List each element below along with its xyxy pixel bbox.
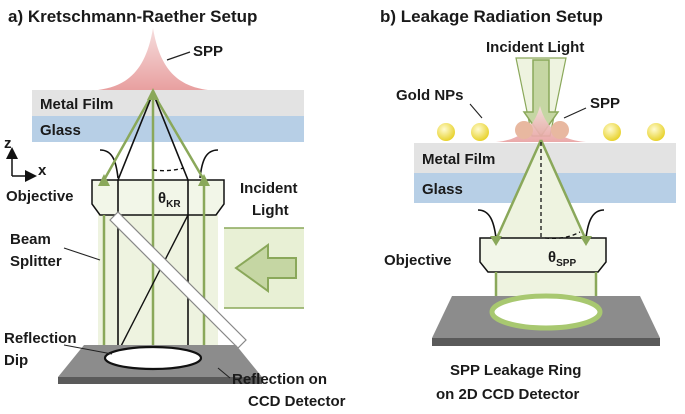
- spp-leakage-ring: [489, 293, 603, 331]
- right-objective-flare-right: [585, 209, 605, 239]
- right-incident-label: Incident Light: [486, 39, 584, 56]
- right-incident-arrow: [522, 59, 560, 138]
- right-objective-flare-left: [477, 209, 497, 239]
- gold-np-leader: [469, 103, 483, 119]
- z-axis-label: z: [4, 135, 12, 152]
- left-incident-label-2: Light: [252, 202, 289, 219]
- reflection-dip-leader: [63, 344, 113, 355]
- gold-np-3: [515, 121, 533, 139]
- left-objective-body: [91, 179, 225, 216]
- left-objective-flare-right: [199, 149, 219, 179]
- left-panel: a) Kretschmann-Raether Setup SPP Metal F…: [4, 7, 346, 410]
- right-title: b) Leakage Radiation Setup: [380, 7, 603, 26]
- detector-label-2: CCD Detector: [248, 393, 346, 410]
- right-objective-label: Objective: [384, 252, 452, 269]
- right-cone-left: [494, 139, 543, 241]
- gold-np-2: [471, 123, 489, 141]
- right-ring-label-2: on 2D CCD Detector: [436, 386, 580, 403]
- left-detector-side: [58, 377, 262, 384]
- left-incident-label-1: Incident: [240, 180, 298, 197]
- beam-splitter-leader: [63, 247, 101, 261]
- gold-np-4: [551, 121, 569, 139]
- x-axis-label: x: [38, 162, 47, 179]
- right-arrow-left: [490, 236, 502, 246]
- gold-np-1: [437, 123, 455, 141]
- left-title: a) Kretschmann-Raether Setup: [8, 7, 257, 26]
- right-ring-label-1: SPP Leakage Ring: [450, 362, 581, 379]
- reflection-dip-label-1: Reflection: [4, 330, 77, 347]
- left-metal-film: [32, 90, 304, 116]
- left-spp-leader: [166, 51, 191, 61]
- right-glass-label: Glass: [422, 181, 463, 198]
- left-diagonal-ray: [117, 214, 189, 353]
- beam-splitter: [109, 211, 247, 349]
- right-detector-side: [432, 338, 660, 346]
- right-spp-leader: [563, 107, 587, 119]
- right-theta-arc: [544, 231, 581, 240]
- gold-np-5: [603, 123, 621, 141]
- left-theta-arc: [152, 167, 185, 172]
- right-spp-label: SPP: [590, 95, 620, 112]
- left-arrow-up-right: [198, 174, 210, 186]
- right-beam-cone: [496, 140, 586, 240]
- reflection-dip-label-2: Dip: [4, 352, 28, 369]
- left-outer-cone-right: [151, 92, 206, 181]
- left-objective-label: Objective: [6, 188, 74, 205]
- right-spp-peak: [496, 106, 586, 142]
- gold-np-6: [647, 123, 665, 141]
- left-theta-label: θKR: [158, 190, 181, 210]
- reflection-dip-ring: [103, 345, 203, 371]
- left-outer-cone-left: [102, 92, 155, 181]
- left-spp-label: SPP: [193, 43, 223, 60]
- left-objective-flare-left: [99, 149, 119, 179]
- right-objective-body: [479, 237, 607, 273]
- right-cone-right: [539, 139, 588, 241]
- right-metal-label: Metal Film: [422, 151, 495, 168]
- left-incident-arrow: [234, 243, 297, 293]
- detector-leader: [217, 367, 231, 379]
- left-metal-label: Metal Film: [40, 96, 113, 113]
- left-arrow-up-left: [98, 174, 110, 186]
- left-spp-peak: [98, 28, 208, 90]
- right-arrow-right: [580, 236, 592, 246]
- right-theta-label: θSPP: [548, 249, 576, 269]
- left-glass-label: Glass: [40, 122, 81, 139]
- detector-label-1: Reflection on: [232, 371, 327, 388]
- left-arrow-top: [147, 88, 159, 100]
- left-inner-cone-left: [117, 92, 154, 181]
- gold-np-label: Gold NPs: [396, 87, 464, 104]
- right-panel: b) Leakage Radiation Setup Incident Ligh…: [380, 7, 676, 403]
- beam-splitter-label-2: Splitter: [10, 253, 62, 270]
- left-inner-cone-right: [152, 92, 189, 181]
- beam-splitter-label-1: Beam: [10, 231, 51, 248]
